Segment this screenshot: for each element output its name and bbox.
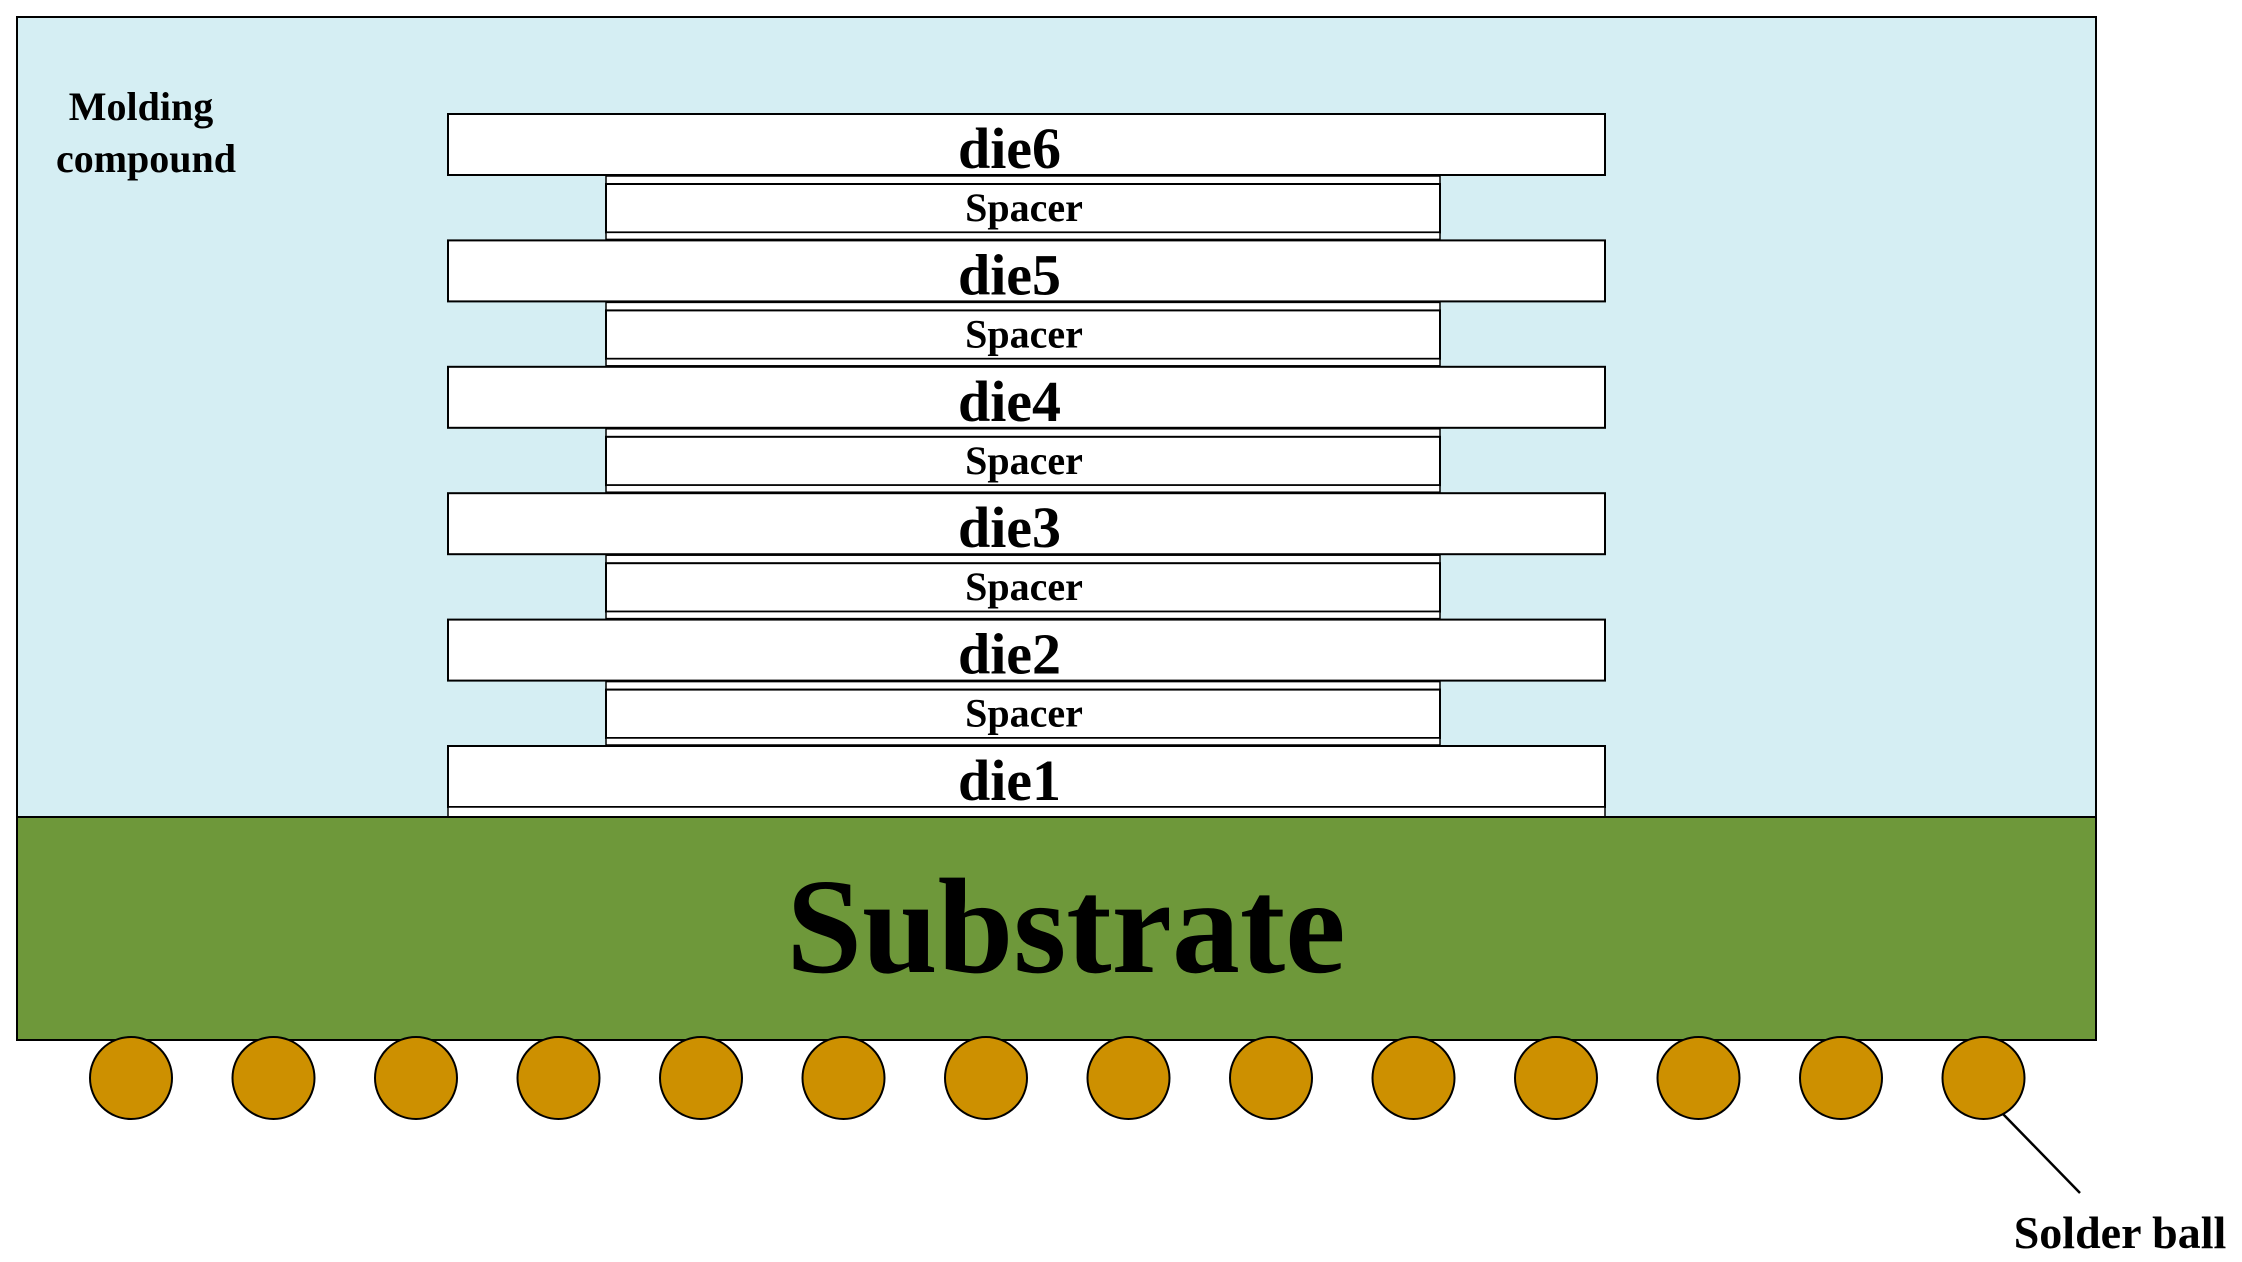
- adhesive-layer: [605, 175, 1441, 185]
- adhesive-layer: [605, 358, 1441, 367]
- adhesive-layer: [605, 484, 1441, 493]
- die-attach-film: [447, 806, 1606, 818]
- adhesive-layer: [605, 231, 1441, 241]
- spacer-3: [605, 435, 1441, 487]
- solder-ball: [89, 1036, 173, 1120]
- die-2: [447, 618, 1606, 682]
- spacer-label: Spacer: [965, 691, 1083, 736]
- solder-ball: [1941, 1036, 2026, 1120]
- die-stack: die6Spacerdie5Spacerdie4Spacerdie3Spacer…: [447, 113, 1606, 818]
- solder-ball: [1229, 1036, 1313, 1120]
- adhesive-layer: [605, 301, 1441, 312]
- spacer-label: Spacer: [965, 438, 1083, 483]
- die-2-label: die2: [958, 622, 1061, 687]
- solder-ball: [801, 1036, 886, 1120]
- substrate-label: Substrate: [786, 852, 1345, 1002]
- die-4: [447, 365, 1606, 429]
- spacer-label: Spacer: [965, 185, 1083, 230]
- solder-ball: [374, 1036, 458, 1120]
- solder-ball: [659, 1036, 743, 1120]
- die-1-label: die1: [958, 748, 1061, 813]
- die-6-label: die6: [958, 116, 1061, 181]
- solder-ball: [1656, 1036, 1741, 1120]
- solder-ball-leader-line: [2002, 1113, 2081, 1194]
- adhesive-layer: [605, 428, 1441, 438]
- adhesive-layer: [605, 680, 1441, 691]
- solder-ball-row: [89, 1036, 2026, 1120]
- die-3-label: die3: [958, 495, 1061, 560]
- solder-ball: [516, 1036, 601, 1120]
- die-5: [447, 239, 1606, 303]
- solder-ball: [1799, 1036, 1883, 1120]
- die-6: [447, 113, 1606, 176]
- molding-compound-label: Molding compound: [56, 84, 236, 181]
- die-1: [447, 745, 1606, 808]
- die-3: [447, 492, 1606, 556]
- spacer-label: Spacer: [965, 564, 1083, 609]
- solder-ball: [1371, 1036, 1456, 1120]
- spacer-label: Spacer: [965, 311, 1083, 356]
- die-4-label: die4: [958, 369, 1061, 434]
- spacer-5: [605, 183, 1441, 234]
- adhesive-layer: [605, 737, 1441, 746]
- solder-ball-label: Solder ball: [2014, 1207, 2227, 1258]
- spacer-4: [605, 309, 1441, 360]
- solder-ball: [1086, 1036, 1171, 1120]
- molding-label-line-1: Molding: [69, 84, 213, 129]
- solder-ball: [1514, 1036, 1598, 1120]
- solder-ball: [944, 1036, 1028, 1120]
- substrate-block: [16, 816, 2097, 1041]
- die-5-label: die5: [958, 242, 1061, 307]
- adhesive-layer: [605, 610, 1441, 620]
- adhesive-layer: [605, 554, 1441, 564]
- molding-label-line-2: compound: [56, 136, 236, 181]
- solder-ball: [231, 1036, 316, 1120]
- spacer-1: [605, 688, 1441, 739]
